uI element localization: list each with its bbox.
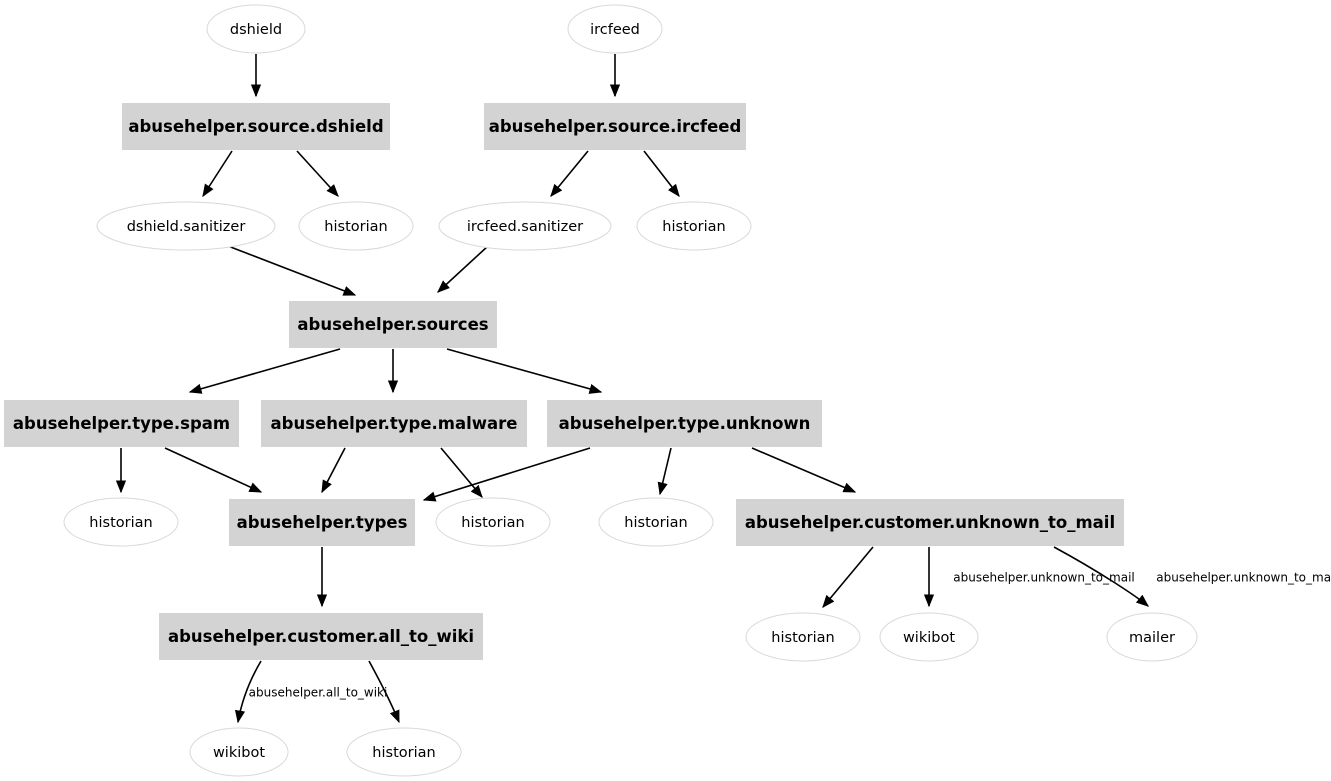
node-hist_ircfeed[interactable]: historian bbox=[636, 201, 752, 251]
node-label: historian bbox=[662, 219, 725, 235]
node-shape-ellipse bbox=[298, 201, 414, 251]
edge-src_ircfeed-to-ircfeed_sanitizer bbox=[550, 150, 589, 197]
edge-label: abusehelper.unknown_to_mail bbox=[1156, 571, 1331, 585]
node-shape-box bbox=[289, 301, 497, 348]
node-src_ircfeed[interactable]: abusehelper.source.ircfeed bbox=[484, 103, 746, 150]
node-label: dshield bbox=[230, 22, 282, 38]
node-hist_mail[interactable]: historian bbox=[745, 612, 861, 662]
node-wikibot_wiki[interactable]: wikibot bbox=[189, 727, 289, 777]
edges-layer bbox=[115, 54, 1149, 724]
node-label: ircfeed.sanitizer bbox=[467, 219, 583, 235]
node-label: abusehelper.customer.unknown_to_mail bbox=[745, 513, 1115, 532]
edge-cust_all_to_wiki-to-hist_wiki bbox=[368, 660, 400, 724]
node-label: historian bbox=[461, 515, 524, 531]
node-label: dshield.sanitizer bbox=[127, 219, 246, 235]
node-ircfeed[interactable]: ircfeed bbox=[567, 4, 663, 54]
node-shape-ellipse bbox=[567, 4, 663, 54]
edge-cust_unknown_mail-to-hist_mail bbox=[822, 546, 874, 608]
node-label: abusehelper.type.malware bbox=[271, 414, 518, 433]
edge-label: abusehelper.unknown_to_mail bbox=[953, 571, 1134, 585]
edge-type_unknown-to-types bbox=[422, 447, 591, 502]
node-cust_unknown_mail[interactable]: abusehelper.customer.unknown_to_mail bbox=[736, 499, 1124, 546]
node-label: abusehelper.sources bbox=[297, 315, 488, 334]
node-shape-ellipse bbox=[346, 727, 462, 777]
node-shape-box bbox=[4, 400, 239, 447]
node-cust_all_to_wiki[interactable]: abusehelper.customer.all_to_wiki bbox=[159, 613, 483, 660]
node-label: historian bbox=[324, 219, 387, 235]
node-shape-box bbox=[261, 400, 527, 447]
node-label: historian bbox=[624, 515, 687, 531]
node-shape-box bbox=[484, 103, 746, 150]
node-hist_spam[interactable]: historian bbox=[63, 497, 179, 547]
node-sources[interactable]: abusehelper.sources bbox=[289, 301, 497, 348]
node-shape-box bbox=[736, 499, 1124, 546]
edge-label: abusehelper.all_to_wiki bbox=[249, 686, 388, 700]
edge-ircfeed_sanitizer-to-sources bbox=[437, 245, 489, 293]
node-shape-ellipse bbox=[879, 612, 979, 662]
node-mailer[interactable]: mailer bbox=[1106, 612, 1198, 662]
node-label: historian bbox=[771, 630, 834, 646]
node-label: abusehelper.type.unknown bbox=[559, 414, 811, 433]
node-hist_malware[interactable]: historian bbox=[435, 497, 551, 547]
edge-cust_all_to_wiki-to-wikibot_wiki bbox=[234, 660, 262, 724]
node-label: ircfeed bbox=[590, 22, 640, 38]
edge-type_spam-to-types bbox=[164, 447, 263, 493]
node-shape-ellipse bbox=[438, 201, 612, 251]
node-label: wikibot bbox=[903, 630, 955, 646]
edge-labels-layer: abusehelper.unknown_to_mail abusehelper.u… bbox=[249, 571, 1331, 700]
node-type_unknown[interactable]: abusehelper.type.unknown bbox=[547, 400, 822, 447]
node-shape-ellipse bbox=[96, 201, 276, 251]
node-hist_unknown[interactable]: historian bbox=[598, 497, 714, 547]
node-shape-ellipse bbox=[745, 612, 861, 662]
node-shape-box bbox=[547, 400, 822, 447]
node-shape-box bbox=[159, 613, 483, 660]
node-shape-ellipse bbox=[636, 201, 752, 251]
node-label: abusehelper.types bbox=[237, 513, 408, 532]
node-shape-box bbox=[229, 499, 415, 546]
node-src_dshield[interactable]: abusehelper.source.dshield bbox=[122, 103, 390, 150]
edge-type_unknown-to-cust_unknown_mail bbox=[751, 447, 857, 493]
node-label: wikibot bbox=[213, 745, 265, 761]
node-label: mailer bbox=[1129, 630, 1175, 646]
edge-type_malware-to-hist_malware bbox=[440, 447, 483, 498]
edge-src_ircfeed-to-hist_ircfeed bbox=[643, 150, 680, 198]
edge-sources-to-type_spam bbox=[188, 348, 341, 394]
node-label: abusehelper.customer.all_to_wiki bbox=[168, 627, 474, 646]
node-hist_dshield[interactable]: historian bbox=[298, 201, 414, 251]
node-shape-ellipse bbox=[206, 4, 306, 54]
edge-type_unknown-to-hist_unknown bbox=[657, 447, 672, 496]
edge-type_malware-to-types bbox=[321, 447, 346, 494]
node-shape-ellipse bbox=[189, 727, 289, 777]
node-hist_wiki[interactable]: historian bbox=[346, 727, 462, 777]
node-shape-box bbox=[122, 103, 390, 150]
node-label: abusehelper.source.ircfeed bbox=[489, 117, 742, 136]
node-types[interactable]: abusehelper.types bbox=[229, 499, 415, 546]
node-label: abusehelper.source.dshield bbox=[128, 117, 383, 136]
edge-src_dshield-to-dshield_sanitizer bbox=[202, 150, 233, 198]
node-label: abusehelper.type.spam bbox=[13, 414, 230, 433]
node-wikibot_mail[interactable]: wikibot bbox=[879, 612, 979, 662]
nodes-layer: dshield ircfeed abusehelper.source.dshield… bbox=[4, 4, 1198, 777]
edge-dshield_sanitizer-to-sources bbox=[227, 245, 357, 296]
edge-cust_unknown_mail-to-mailer bbox=[1053, 546, 1149, 607]
node-ircfeed_sanitizer[interactable]: ircfeed.sanitizer bbox=[438, 201, 612, 251]
node-dshield[interactable]: dshield bbox=[206, 4, 306, 54]
node-label: historian bbox=[372, 745, 435, 761]
node-shape-ellipse bbox=[435, 497, 551, 547]
edge-src_dshield-to-hist_dshield bbox=[296, 150, 339, 197]
node-shape-ellipse bbox=[598, 497, 714, 547]
edge-sources-to-type_unknown bbox=[446, 348, 603, 394]
node-shape-ellipse bbox=[63, 497, 179, 547]
node-type_spam[interactable]: abusehelper.type.spam bbox=[4, 400, 239, 447]
node-dshield_sanitizer[interactable]: dshield.sanitizer bbox=[96, 201, 276, 251]
node-label: historian bbox=[89, 515, 152, 531]
node-shape-ellipse bbox=[1106, 612, 1198, 662]
node-type_malware[interactable]: abusehelper.type.malware bbox=[261, 400, 527, 447]
